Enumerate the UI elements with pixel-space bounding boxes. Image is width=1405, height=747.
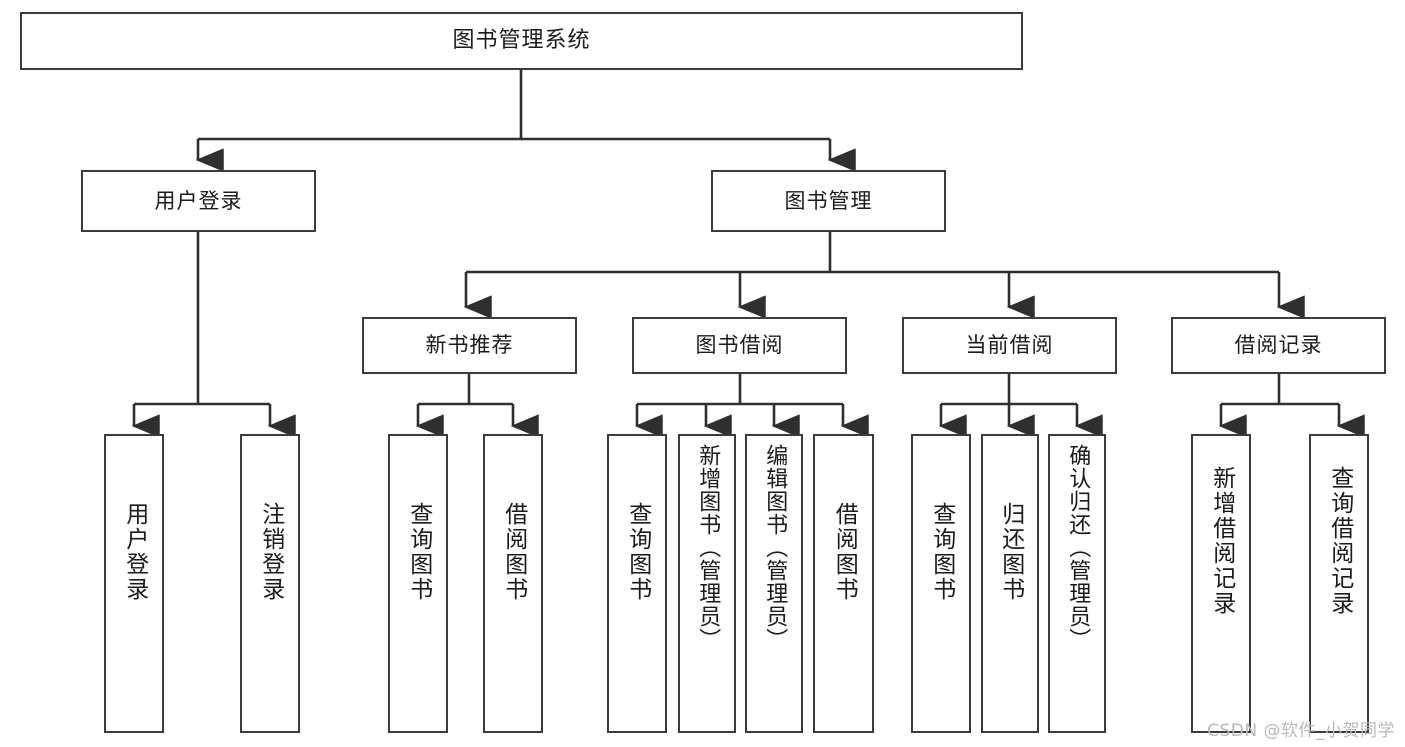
node-leaf-add-book[interactable]: 新增图书（管理员）	[678, 434, 736, 733]
node-book-manage-label: 图书管理	[784, 188, 873, 213]
node-leaf-user-login-label: 用户登录	[121, 502, 148, 602]
node-leaf-query-book-1-label: 查询图书	[405, 502, 432, 602]
node-leaf-add-record[interactable]: 新增借阅记录	[1191, 434, 1251, 733]
node-current-borrow[interactable]: 当前借阅	[902, 317, 1117, 374]
node-borrow-record[interactable]: 借阅记录	[1171, 317, 1386, 374]
node-current-borrow-label: 当前借阅	[965, 333, 1054, 358]
node-leaf-user-login[interactable]: 用户登录	[104, 434, 164, 733]
node-leaf-query-book-2-label: 查询图书	[624, 502, 651, 602]
node-borrow-record-label: 借阅记录	[1234, 333, 1323, 358]
node-leaf-borrow-book-1[interactable]: 借阅图书	[483, 434, 543, 733]
node-new-book-recommend[interactable]: 新书推荐	[362, 317, 577, 374]
node-leaf-query-book-1[interactable]: 查询图书	[388, 434, 448, 733]
node-leaf-edit-book-label: 编辑图书（管理员）	[762, 444, 788, 651]
node-leaf-return-book[interactable]: 归还图书	[981, 434, 1039, 733]
node-leaf-confirm-return-label: 确认归还（管理员）	[1065, 444, 1091, 651]
node-leaf-add-book-label: 新增图书（管理员）	[695, 444, 721, 651]
node-leaf-user-logout-label: 注销登录	[257, 502, 284, 602]
node-leaf-query-book-3[interactable]: 查询图书	[911, 434, 971, 733]
node-root-label: 图书管理系统	[452, 28, 591, 54]
node-new-book-recommend-label: 新书推荐	[425, 333, 514, 358]
node-user-login-label: 用户登录	[154, 188, 243, 213]
node-root[interactable]: 图书管理系统	[20, 12, 1023, 70]
node-leaf-confirm-return[interactable]: 确认归还（管理员）	[1048, 434, 1106, 733]
node-leaf-query-record-label: 查询借阅记录	[1326, 466, 1353, 616]
node-leaf-return-book-label: 归还图书	[997, 502, 1024, 602]
node-leaf-user-logout[interactable]: 注销登录	[240, 434, 300, 733]
node-leaf-query-record[interactable]: 查询借阅记录	[1309, 434, 1369, 733]
node-leaf-borrow-book-2-label: 借阅图书	[831, 502, 858, 602]
node-leaf-borrow-book-1-label: 借阅图书	[500, 502, 527, 602]
node-book-manage[interactable]: 图书管理	[711, 170, 946, 232]
node-leaf-edit-book[interactable]: 编辑图书（管理员）	[745, 434, 803, 733]
node-leaf-borrow-book-2[interactable]: 借阅图书	[813, 434, 874, 733]
node-leaf-add-record-label: 新增借阅记录	[1208, 466, 1235, 616]
watermark-text: CSDN @软件_小贺同学	[1207, 721, 1395, 741]
node-leaf-query-book-3-label: 查询图书	[928, 502, 955, 602]
node-book-borrow[interactable]: 图书借阅	[632, 317, 847, 374]
node-book-borrow-label: 图书借阅	[695, 333, 784, 358]
node-leaf-query-book-2[interactable]: 查询图书	[607, 434, 667, 733]
node-user-login[interactable]: 用户登录	[81, 170, 316, 232]
